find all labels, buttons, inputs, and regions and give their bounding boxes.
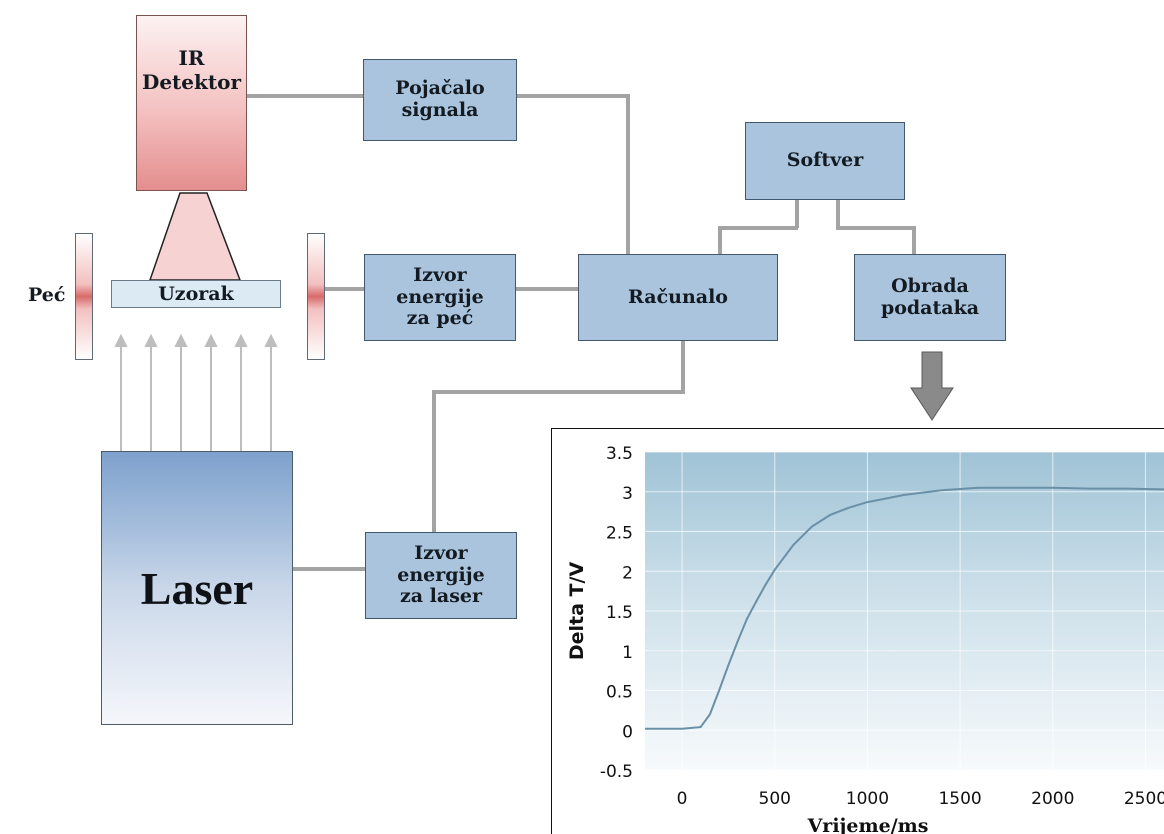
wire-software-right-drop xyxy=(912,226,916,254)
wire-amplifier-right xyxy=(517,94,629,98)
computer-box: Računalo xyxy=(578,254,778,341)
furnace-right-element xyxy=(307,233,325,360)
y-tick-label: 0 xyxy=(622,722,633,742)
furnace-label: Peć xyxy=(28,284,66,306)
y-tick-label: 2.5 xyxy=(606,524,633,544)
y-tick-label: 1.5 xyxy=(606,603,633,623)
y-tick-label: 2 xyxy=(622,563,633,583)
wire-software-right-horiz xyxy=(836,226,916,230)
x-tick-label: 1000 xyxy=(846,789,889,809)
ir-detector: IR Detektor xyxy=(136,15,247,191)
wire-software-left-drop xyxy=(718,226,722,254)
x-tick-label: 0 xyxy=(677,789,688,809)
wire-laser-laserpower xyxy=(293,567,365,571)
y-tick-label: 1 xyxy=(622,643,633,663)
y-tick-label: -0.5 xyxy=(600,762,633,782)
x-axis-label: Vrijeme/ms xyxy=(807,815,929,834)
x-tick-label: 2500 xyxy=(1124,789,1164,809)
data-processing-box: Obrada podataka xyxy=(854,254,1006,341)
laser-beams xyxy=(114,333,278,451)
wire-software-left-horiz xyxy=(718,226,798,230)
furnace-left-element xyxy=(75,233,93,360)
y-tick-label: 0.5 xyxy=(606,683,633,703)
wire-computer-down xyxy=(681,341,685,393)
series-line xyxy=(645,486,1164,730)
software-box: Softver xyxy=(745,122,905,200)
laser-label: Laser xyxy=(140,562,254,614)
wire-detector-amplifier xyxy=(247,94,363,98)
down-arrow-icon xyxy=(910,351,954,421)
x-tick-label: 500 xyxy=(759,789,791,809)
x-tick-label: 1500 xyxy=(938,789,981,809)
detector-view-cone xyxy=(148,192,242,281)
x-tick-label: 2000 xyxy=(1031,789,1074,809)
wire-software-left-down xyxy=(795,200,799,228)
chart-svg: 3.5 3 2.5 2 1.5 1 0.5 0 -0.5 0 500 1000 1500 2000 2500… xyxy=(566,444,1164,834)
y-tick-label: 3.5 xyxy=(606,444,633,464)
laser: Laser xyxy=(101,451,293,725)
furnace-power-box: Izvor energije za peć xyxy=(364,254,516,341)
y-tick-label: 3 xyxy=(622,484,633,504)
sample: Uzorak xyxy=(111,280,281,308)
result-plot: 3.5 3 2.5 2 1.5 1 0.5 0 -0.5 0 500 1000 1500 2000 2500… xyxy=(551,428,1164,834)
laser-power-box: Izvor energije za laser xyxy=(365,532,517,619)
wire-furnace-power xyxy=(323,287,364,291)
wire-computer-horiz xyxy=(432,390,685,394)
amplifier-box: Pojačalo signala xyxy=(363,59,517,141)
wire-laserpower-up xyxy=(432,390,436,532)
y-axis-label: Delta T/V xyxy=(566,562,588,661)
wire-amplifier-down xyxy=(626,94,630,254)
wire-software-right-down xyxy=(836,200,840,228)
wire-furnacepower-computer xyxy=(516,287,578,291)
